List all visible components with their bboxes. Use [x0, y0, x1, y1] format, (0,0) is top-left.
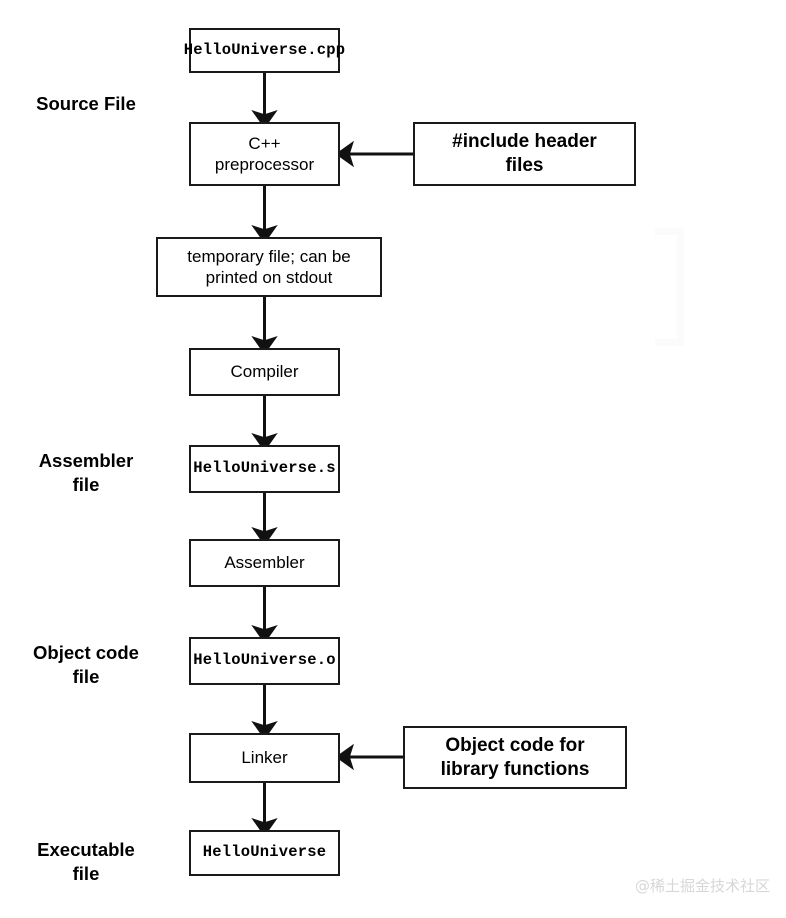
node-compiler[interactable]: Compiler	[189, 348, 340, 396]
stage-label-executable-file: Executable file	[37, 839, 135, 885]
stage-label-object-code-file: Object code file	[33, 642, 139, 688]
node-temporary-file[interactable]: temporary file; can be printed on stdout	[156, 237, 382, 297]
stage-label-source-file: Source File	[36, 93, 136, 114]
node-compiler-label: Compiler	[230, 362, 299, 382]
node-source-file[interactable]: HelloUniverse.cpp	[184, 28, 345, 73]
node-include-header-files-label: #include header files	[452, 131, 597, 176]
node-object-file[interactable]: HelloUniverse.o	[189, 637, 340, 685]
node-linker[interactable]: Linker	[189, 733, 340, 783]
node-executable-file[interactable]: HelloUniverse	[189, 830, 340, 876]
node-cpp-preprocessor-label: C++ preprocessor	[214, 133, 315, 174]
background-watermark-bracket	[655, 228, 684, 346]
node-linker-label: Linker	[241, 748, 288, 768]
node-assembly-file-label: HelloUniverse.s	[193, 459, 336, 478]
node-source-file-label: HelloUniverse.cpp	[183, 40, 346, 59]
node-include-header-files[interactable]: #include header files	[413, 122, 636, 186]
node-assembler-label: Assembler	[224, 553, 305, 573]
node-library-object-code-label: Object code for library functions	[440, 734, 590, 780]
node-object-file-label: HelloUniverse.o	[193, 651, 336, 670]
node-executable-file-label: HelloUniverse	[202, 843, 327, 862]
node-assembly-file[interactable]: HelloUniverse.s	[189, 445, 340, 493]
watermark-credit: @稀土掘金技术社区	[634, 877, 770, 895]
node-assembler[interactable]: Assembler	[189, 539, 340, 587]
node-temporary-file-label: temporary file; can be printed on stdout	[187, 246, 351, 287]
node-cpp-preprocessor[interactable]: C++ preprocessor	[189, 122, 340, 186]
stage-label-assembler-file: Assembler file	[38, 450, 134, 496]
node-library-object-code[interactable]: Object code for library functions	[403, 726, 627, 789]
